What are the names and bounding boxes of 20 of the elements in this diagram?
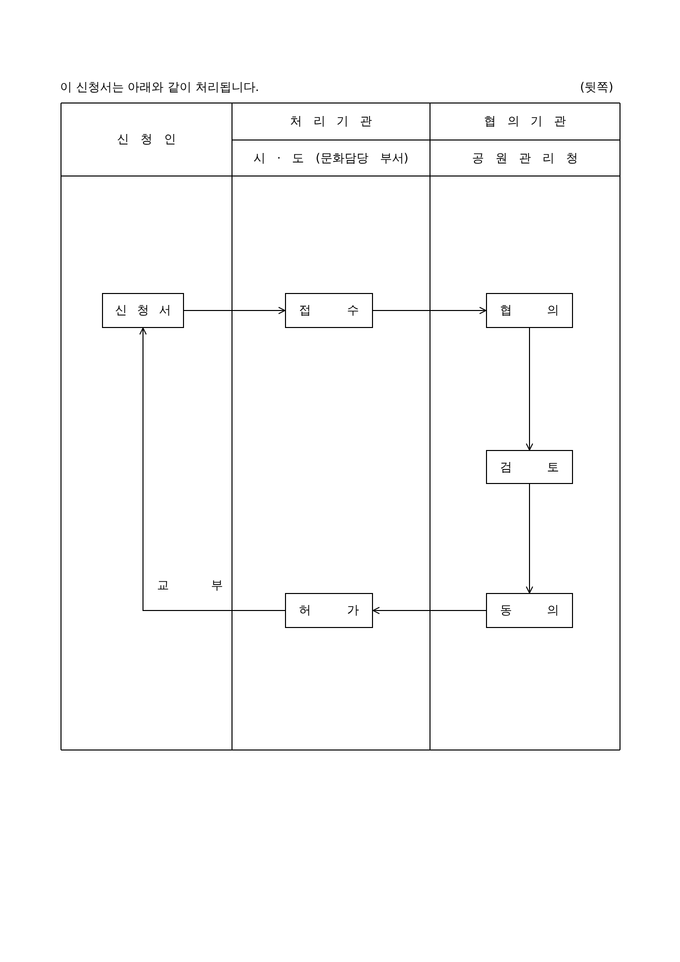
column-header: 처 리 기 관: [290, 113, 372, 130]
edge-label: 교 부: [157, 577, 223, 593]
arrow: [372, 306, 486, 314]
arrow: [139, 328, 286, 611]
process-box: 허 가: [285, 593, 373, 628]
title-text: 이 신청서는 아래와 같이 처리됩니다.: [60, 79, 260, 95]
page-note: (뒷쪽): [580, 79, 614, 95]
arrow: [526, 328, 534, 450]
process-box: 동 의: [486, 593, 573, 628]
column-header: 신 청 인: [117, 131, 176, 148]
process-box: 신 청 서: [102, 293, 184, 328]
process-box: 접 수: [285, 293, 373, 328]
column-header: 공 원 관 리 청: [472, 150, 578, 166]
process-box: 검 토: [486, 450, 573, 484]
process-box: 협 의: [486, 293, 573, 328]
column-header: 협 의 기 관: [484, 113, 566, 130]
arrow: [372, 606, 486, 614]
column-header: 시 · 도 (문화담당 부서): [254, 150, 408, 166]
arrow: [184, 306, 286, 314]
arrow: [526, 484, 534, 594]
